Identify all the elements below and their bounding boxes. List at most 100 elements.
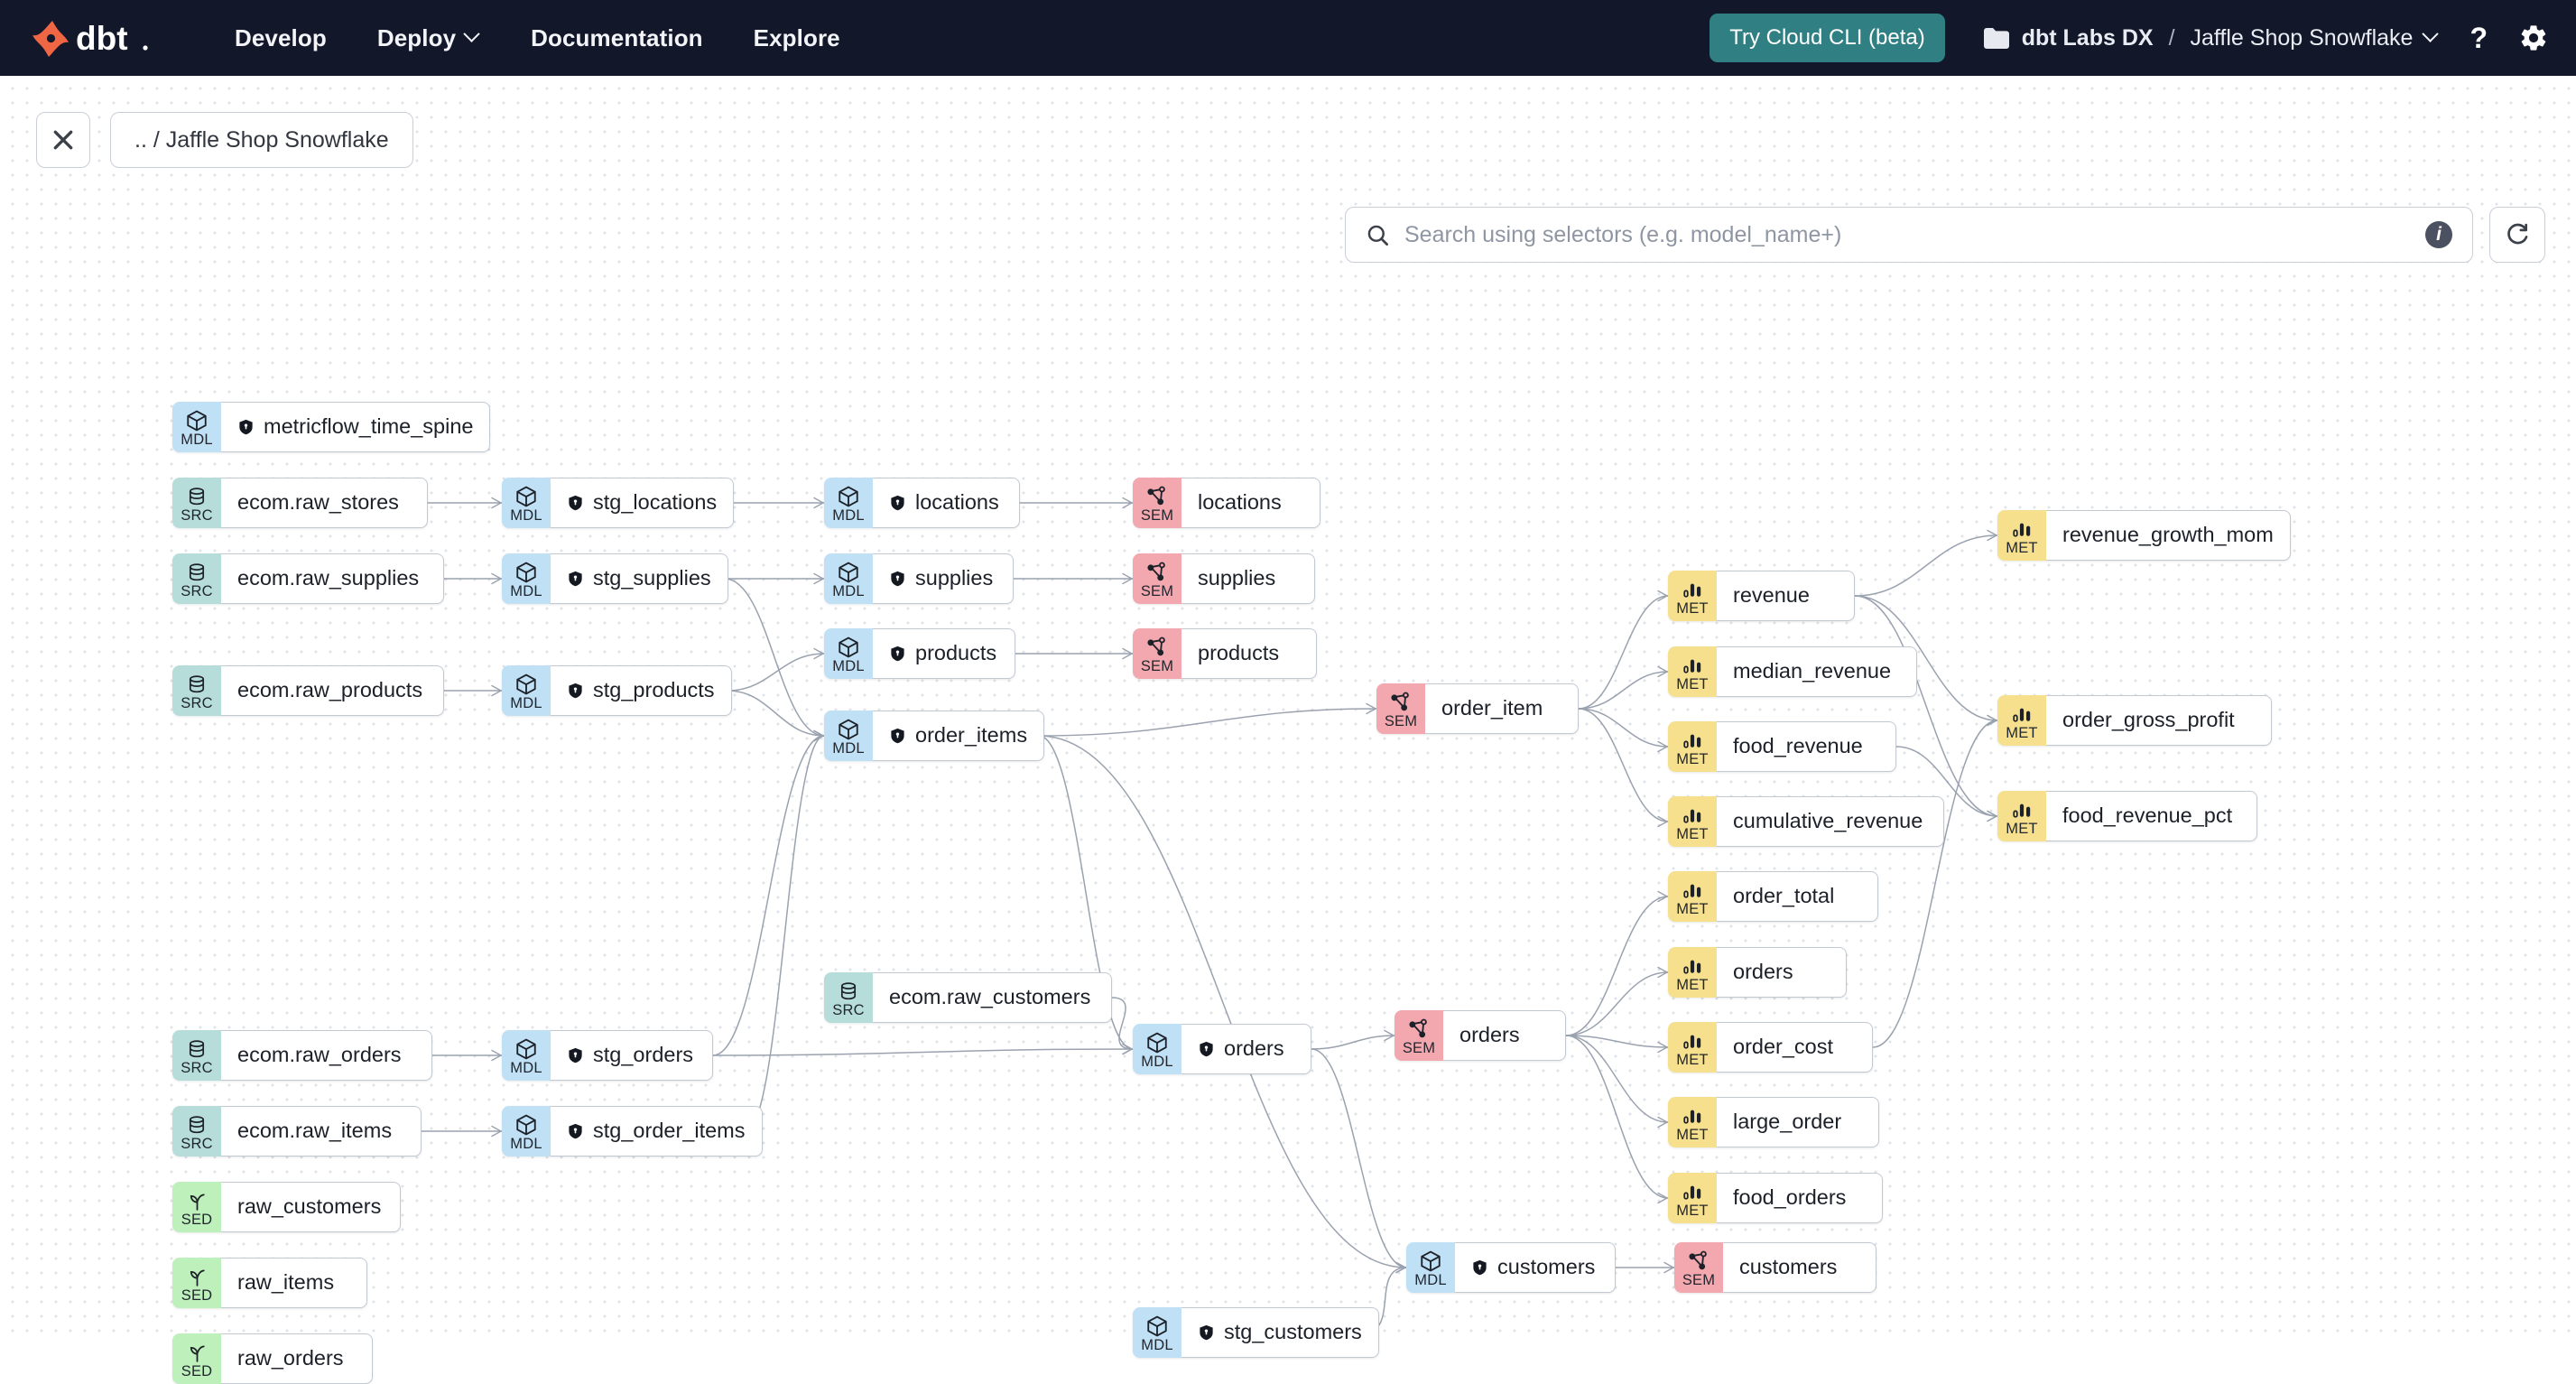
node-body: locations [1181, 478, 1320, 528]
semantic-graph-icon [1391, 692, 1409, 711]
node-type-label: MDL [832, 657, 865, 674]
node-body: metricflow_time_spine [221, 402, 491, 452]
refresh-button[interactable] [2489, 207, 2545, 263]
node-type-label: SED [181, 1286, 213, 1304]
mdl-icon [837, 486, 860, 508]
nav-link-explore-label: Explore [753, 23, 840, 51]
bar-chart-icon [1683, 1110, 1701, 1124]
cube-icon [1147, 1032, 1167, 1054]
dbt-logo[interactable]: dbt [32, 17, 155, 59]
node-label: orders [1733, 960, 1793, 984]
node-body: ecom.raw_orders [221, 1030, 432, 1081]
node-type-badge-sem: SEM [1674, 1242, 1723, 1293]
node-label: cumulative_revenue [1733, 809, 1923, 833]
mdl-icon [185, 410, 208, 432]
account-name: dbt Labs DX [2021, 24, 2154, 51]
cube-icon [839, 719, 858, 740]
node-type-badge-mdl: MDL [172, 402, 221, 452]
project-breadcrumb[interactable]: dbt Labs DX / Jaffle Shop Snowflake [1983, 25, 2440, 51]
graph-node-met_order_gross_profit[interactable]: MET order_gross_profit [1997, 695, 2272, 746]
gear-icon[interactable] [2518, 23, 2549, 53]
contract-shield-icon [1198, 1323, 1215, 1342]
node-body: order_cost [1717, 1022, 1873, 1073]
edge-ecom_raw_customers-to-mdl_orders [1111, 997, 1134, 1050]
node-type-badge-met: MET [1997, 695, 2046, 746]
search-bar[interactable]: i [1345, 207, 2473, 263]
node-type-label: MDL [832, 506, 865, 524]
nav-link-deploy[interactable]: Deploy [377, 24, 480, 52]
node-label: order_gross_profit [2062, 708, 2235, 732]
bar-chart-icon [1683, 734, 1701, 748]
shield-icon [569, 1047, 582, 1064]
graph-toolbar: .. / Jaffle Shop Snowflake i [0, 98, 2576, 263]
edge-arrowhead [813, 497, 824, 509]
semantic-graph-icon [1689, 1250, 1707, 1270]
node-label: food_orders [1733, 1185, 1847, 1210]
close-button[interactable] [36, 112, 90, 168]
shield-icon [239, 419, 253, 435]
try-cloud-cli-button[interactable]: Try Cloud CLI (beta) [1710, 14, 1945, 62]
node-type-badge-met: MET [1668, 1097, 1717, 1147]
nav-link-documentation[interactable]: Documentation [531, 24, 703, 52]
info-icon[interactable]: i [2425, 221, 2452, 248]
help-icon[interactable]: ? [2469, 21, 2488, 54]
node-label: stg_supplies [593, 566, 711, 590]
close-icon [53, 130, 73, 150]
bar-chart-icon [2013, 708, 2031, 722]
edge-stg_supplies-to-mdl_order_items [724, 578, 825, 737]
sprout-icon [190, 1269, 205, 1286]
edge-met_revenue-to-met_food_revenue_pct [1854, 595, 1998, 817]
breadcrumb[interactable]: .. / Jaffle Shop Snowflake [110, 112, 413, 168]
nav-link-develop[interactable]: Develop [235, 24, 327, 52]
node-type-badge-mdl: MDL [1406, 1242, 1455, 1293]
bar-chart-icon [1683, 659, 1701, 673]
search-input[interactable] [1404, 221, 2425, 248]
nav-link-explore[interactable]: Explore [754, 24, 840, 52]
sem-icon [1145, 562, 1169, 584]
edge-sem_orders-to-met_orders [1565, 971, 1669, 1036]
src-icon [186, 1114, 208, 1137]
edge-met_revenue-to-met_order_gross_profit [1854, 595, 1998, 721]
cube-icon [839, 486, 858, 507]
